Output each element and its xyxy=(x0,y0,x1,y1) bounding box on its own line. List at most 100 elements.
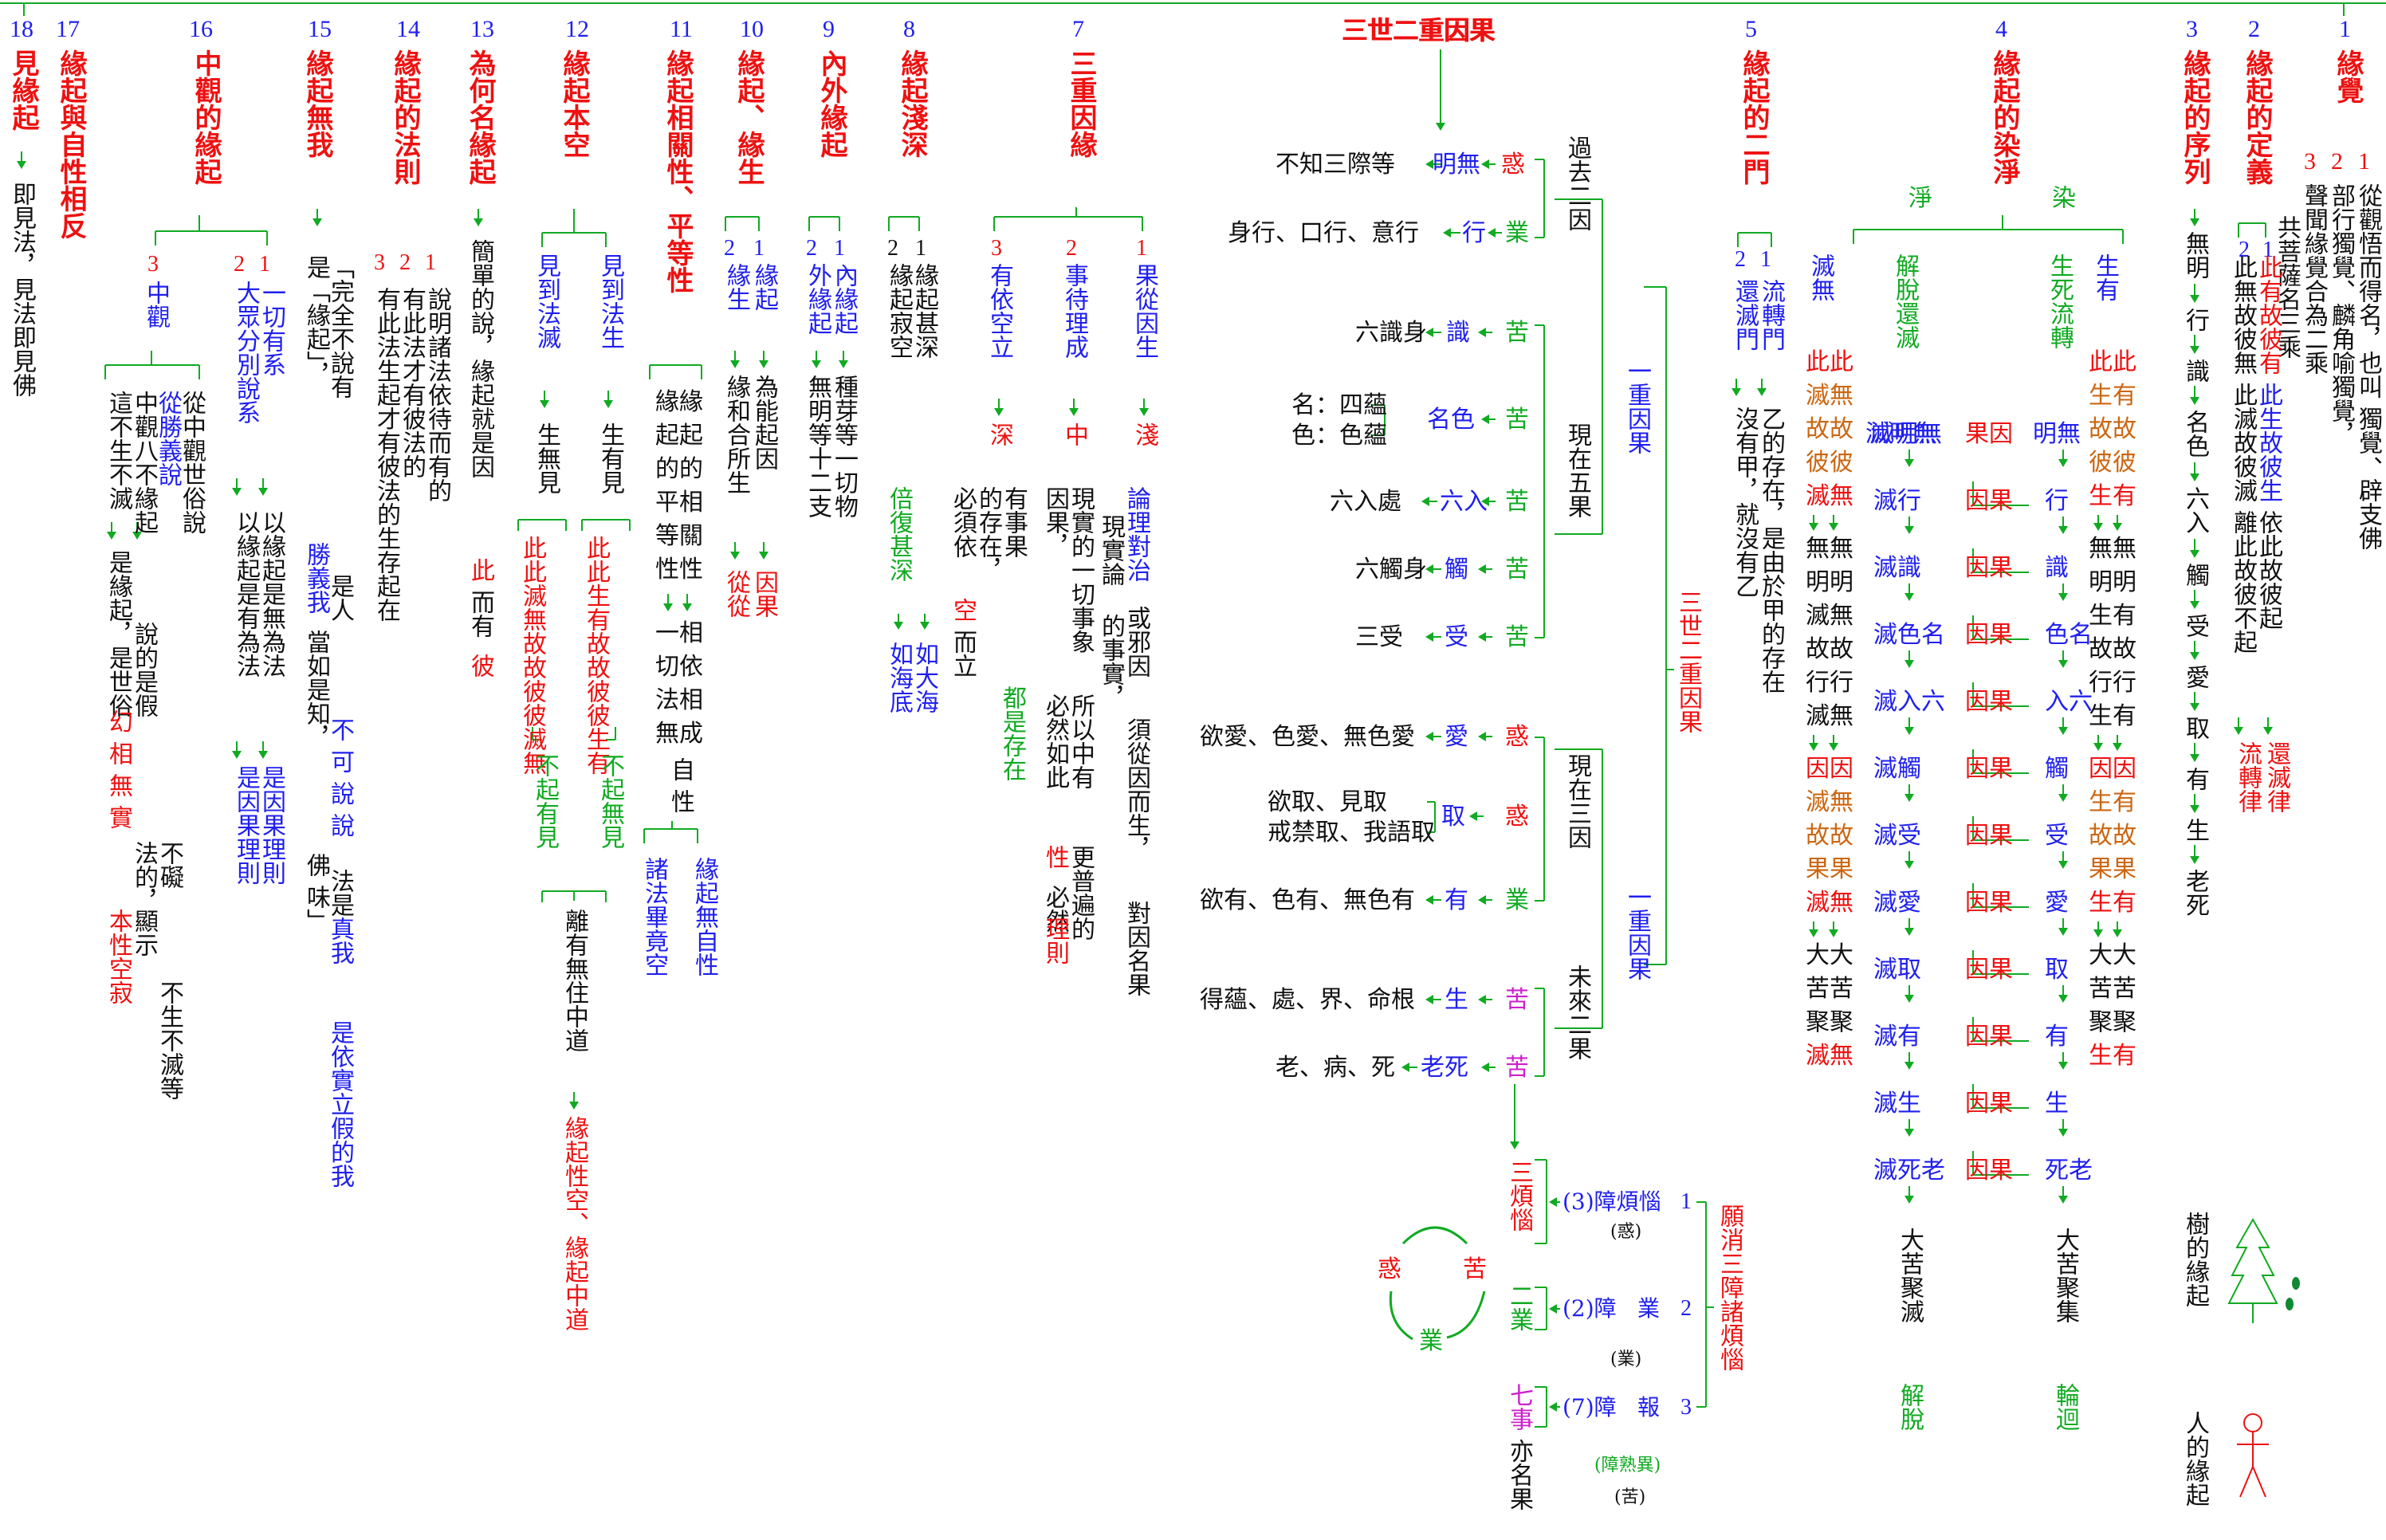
arrow-down-icon xyxy=(2058,1129,2068,1137)
text-sections-s4-r16: 生有 xyxy=(2089,889,2136,917)
text-sections-s4-r15: 果果 xyxy=(2089,855,2136,883)
text-sections-s7-c5: 空 xyxy=(949,598,977,622)
section-9-title: 內外緣起 xyxy=(816,49,847,158)
cause-effect: 因果 xyxy=(1965,822,2013,850)
arrow-left-icon xyxy=(1549,1304,1557,1314)
text-sections-s6-r6a: 六觸身 xyxy=(1355,556,1427,583)
section-9-number: 9 xyxy=(823,16,835,42)
arrow-left-icon xyxy=(1478,895,1486,905)
text-sections-s12-c: 離有無住中道 xyxy=(560,909,588,1052)
arrow-down-icon xyxy=(132,532,142,540)
section-11-title: 緣起相關性、平等性 xyxy=(662,49,694,293)
text-sections-s4-pure_chain-7: 滅愛 xyxy=(1873,889,1921,917)
arrow-left-icon xyxy=(1421,497,1429,506)
text-sections-s4-r9: 故故 xyxy=(2089,635,2136,663)
arrow-left-icon xyxy=(1481,159,1489,169)
arrow-down-icon xyxy=(1436,123,1445,131)
text-sections-s5-t1: 乙的存在，是由於甲的存在 xyxy=(1757,407,1785,693)
text-sections-s6-z3m: 報 xyxy=(1637,1394,1661,1420)
arrow-down-icon xyxy=(2058,995,2068,1003)
arrow-down-icon xyxy=(1904,660,1914,668)
text-sections-s2-c8: 還滅律 xyxy=(2262,741,2290,813)
text-sections-s15-t18: 法是 xyxy=(326,869,354,917)
text-sections-s6-r10: 有 xyxy=(1445,886,1468,914)
chain-item: 取 xyxy=(2181,716,2209,740)
text-sections-s1-c7: 辟支佛 xyxy=(2354,478,2382,550)
text-sections-s7-b1: 中 xyxy=(1060,422,1088,446)
text-sections-s7-c2: 有事果 xyxy=(1000,486,1028,558)
arrow-down-icon xyxy=(2113,743,2122,751)
text-sections-s4-r4: 彼彼 xyxy=(2089,449,2136,477)
text-sections-s4-taint_chain-5: 觸 xyxy=(2045,755,2069,783)
text-sections-s4-pure_chain-0: 滅明無 xyxy=(1865,420,1937,448)
text-sections-s2-c7: 離此故彼不起 xyxy=(2229,510,2257,654)
arrow-down-icon xyxy=(1757,388,1767,396)
text-sections-s1-c4: 也叫 xyxy=(2354,351,2382,399)
text-sections-s13-t: 簡單的說，緣起就是因 xyxy=(466,239,494,478)
text-sections-s15-t2: 當如是知， xyxy=(302,630,330,749)
arrow-left-icon xyxy=(1401,1063,1409,1072)
text-sections-s1-c5: 獨覺 xyxy=(2354,407,2382,454)
text-sections-s9-a1: 無明等十二支 xyxy=(804,375,831,518)
text-sections-s6-future: 未來二果 xyxy=(1563,964,1591,1060)
arrow-left-icon xyxy=(1481,1063,1489,1072)
cycle-delusion: 惑 xyxy=(1378,1255,1401,1283)
text-sections-s4-l8: 滅無 xyxy=(1806,602,1853,630)
text-sections-s2-c4: 此無故彼無 xyxy=(2229,255,2257,375)
text-sections-s4-l19: 聚聚 xyxy=(1806,1008,1853,1036)
chain-item: 名色 xyxy=(2181,410,2209,458)
text-sections-s4-pure_chain-6: 滅受 xyxy=(1873,822,1921,850)
arrow-down-icon xyxy=(312,218,322,226)
text-sections-s7-b10: 理則 xyxy=(1041,917,1069,964)
text-sections-s4-left_a: 滅無 xyxy=(1806,253,1834,301)
text-sections-s1-c6: 、 xyxy=(2354,456,2382,480)
section-2-title: 緣起的定義 xyxy=(2241,49,2273,185)
text-sections-s7-a7: 須從因而生， xyxy=(1122,717,1150,861)
text-sections-s6-r3: 識 xyxy=(1446,319,1470,347)
text-sections-s6-r8a: 欲愛、色愛、無色愛 xyxy=(1200,723,1415,751)
text-sections-s15-t15: 說 xyxy=(326,813,354,837)
text-sections-s16-c: 中觀 xyxy=(142,281,170,328)
arrow-down-icon xyxy=(894,622,903,630)
arrow-down-icon xyxy=(759,360,768,368)
text-sections-s11-c9: 法相 xyxy=(655,686,703,714)
arrow-left-icon xyxy=(1443,228,1451,238)
text-sections-s6-r12: 老死 xyxy=(1421,1054,1468,1082)
text-sections-s16-b1: 以緣起是有為法 xyxy=(232,510,260,678)
arrow-down-icon xyxy=(2190,652,2199,660)
arrow-down-icon xyxy=(2058,1196,2068,1204)
text-sections-s16-c10: 相 xyxy=(104,741,132,765)
text-sections-s15-t13: 「完全不說有 xyxy=(326,255,354,399)
section-7-number: 7 xyxy=(1072,16,1084,42)
text-sections-s6-r1b: 惑 xyxy=(1501,151,1525,179)
text-sections-s4-r17: 大大 xyxy=(2089,941,2136,969)
arrow-left-icon xyxy=(1481,497,1489,506)
text-sections-s7-a3: 現實論 xyxy=(1097,514,1125,586)
text-sections-s8-a1: 倍復甚深 xyxy=(885,486,913,582)
text-sections-s12-a1: 生有見 xyxy=(596,422,624,494)
text-sections-s7-c4: 必須依 xyxy=(949,486,977,558)
arrow-down-icon xyxy=(17,161,26,169)
text-sections-s6-r6b: 苦 xyxy=(1505,556,1529,583)
text-sections-s4-l20: 滅無 xyxy=(1806,1042,1853,1070)
arrow-down-icon xyxy=(2058,459,2068,467)
text-sections-s4-taint_chain-2: 識 xyxy=(2045,554,2069,582)
text-sections-s6-r4b: 苦 xyxy=(1505,406,1529,434)
section-16-title: 中觀的緣起 xyxy=(190,49,222,185)
arrow-down-icon xyxy=(663,603,673,611)
text-sections-s12-b2: 此此滅無故故彼彼滅無 xyxy=(518,536,546,775)
text-sections-s9-n-1: 2 xyxy=(806,236,817,261)
text-sections-s4-l9: 故故 xyxy=(1806,635,1853,663)
text-sections-s1-n-1: 2 xyxy=(2331,148,2343,175)
text-sections-s6-r3b: 苦 xyxy=(1505,319,1529,347)
text-sections-s5-n-0: 1 xyxy=(1760,247,1771,272)
text-sections-s4-l1: 此此 xyxy=(1806,348,1853,376)
text-sections-s14-n-1: 2 xyxy=(399,250,411,275)
text-sections-s7-b5: 必然如此 xyxy=(1041,693,1069,789)
text-sections-s6-present5: 現在五果 xyxy=(1563,422,1591,518)
arrow-down-icon xyxy=(1069,408,1079,416)
text-sections-s4-l11: 滅無 xyxy=(1806,702,1853,730)
text-sections-s2-c9: 流轉律 xyxy=(2234,741,2262,813)
